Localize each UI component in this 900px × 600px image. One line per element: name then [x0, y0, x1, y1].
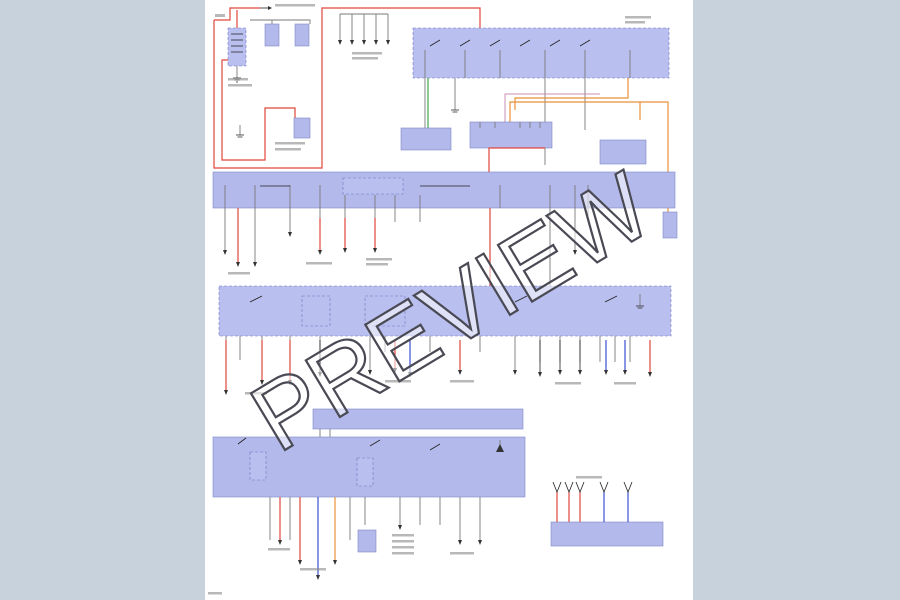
captions	[208, 4, 651, 595]
fuse-block-3	[212, 408, 526, 580]
fuse-block-1	[212, 147, 676, 300]
diagram-sheet	[205, 0, 693, 600]
fuse-block-2	[218, 285, 672, 395]
fuse-feed-loop	[265, 7, 481, 169]
relay-module	[400, 27, 678, 239]
connector-module	[550, 481, 664, 547]
wiring-diagram	[208, 4, 678, 595]
battery-fuse-area	[213, 6, 311, 169]
